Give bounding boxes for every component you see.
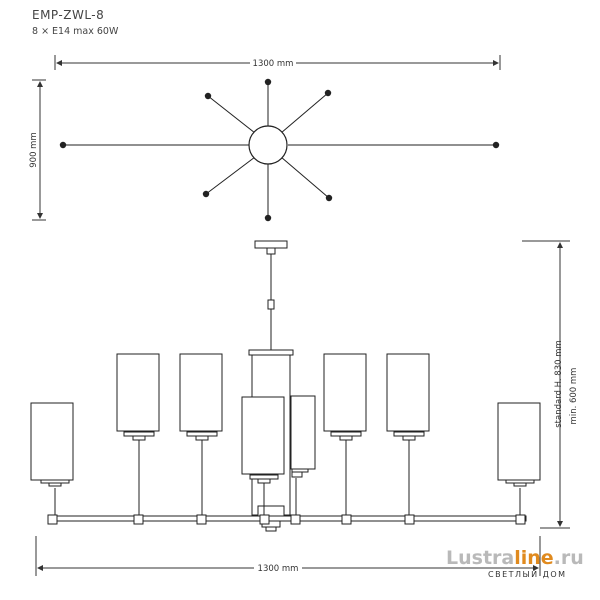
canopy-circle [248, 125, 288, 165]
lustraline-logo: Lustraline.ru СВЕТЛЫЙ ДОМ [446, 547, 584, 579]
arm-end-top-right [324, 89, 332, 97]
lamp-5 [290, 395, 316, 525]
lamp-6 [323, 353, 367, 525]
arm-end-top-left [204, 92, 212, 100]
min-height-label: min. 600 mm [569, 368, 579, 425]
top-view [32, 55, 501, 222]
main-bar [51, 515, 527, 522]
model-title: EMP-ZWL-8 [32, 8, 105, 22]
lamp-8 [497, 402, 541, 525]
center-column-cap [248, 349, 294, 356]
lamp-3 [179, 353, 223, 525]
bottom-finial-tip [265, 526, 277, 532]
central-hub [257, 505, 285, 517]
arm-bottom-left [205, 156, 256, 195]
arm-end-bottom [264, 214, 272, 222]
standard-height-label: standard H. 830 mm [554, 340, 564, 428]
arm-top-left [207, 95, 256, 134]
arm-top-right [280, 92, 329, 134]
logo-part-lustra: Lustra [446, 547, 514, 569]
arm-end-top [264, 78, 272, 86]
arm-bottom-right [280, 156, 330, 199]
rod-joint [267, 299, 275, 310]
top-width-label: 1300 mm [253, 59, 294, 69]
side-view [30, 240, 541, 532]
rod-connector-top [266, 247, 276, 255]
bottom-width-label: 1300 mm [258, 564, 299, 574]
logo-tagline: СВЕТЛЫЙ ДОМ [488, 568, 567, 579]
lamp-2 [116, 353, 160, 525]
spec-subtitle: 8 × E14 max 60W [32, 26, 119, 37]
lamp-1 [30, 402, 74, 525]
logo-part-ru: .ru [554, 547, 584, 569]
svg-text:Lustraline.ru: Lustraline.ru [446, 547, 584, 569]
lamp-4 [241, 396, 285, 525]
arm-end-bottom-right [325, 194, 333, 202]
logo-part-line: line [514, 547, 553, 569]
ceiling-canopy [254, 240, 288, 249]
lamp-7 [386, 353, 430, 525]
arm-end-bottom-left [202, 190, 210, 198]
arm-end-left [59, 141, 67, 149]
side-height-dimension [522, 240, 570, 529]
top-height-label: 900 mm [29, 132, 39, 168]
arm-end-right [492, 141, 500, 149]
